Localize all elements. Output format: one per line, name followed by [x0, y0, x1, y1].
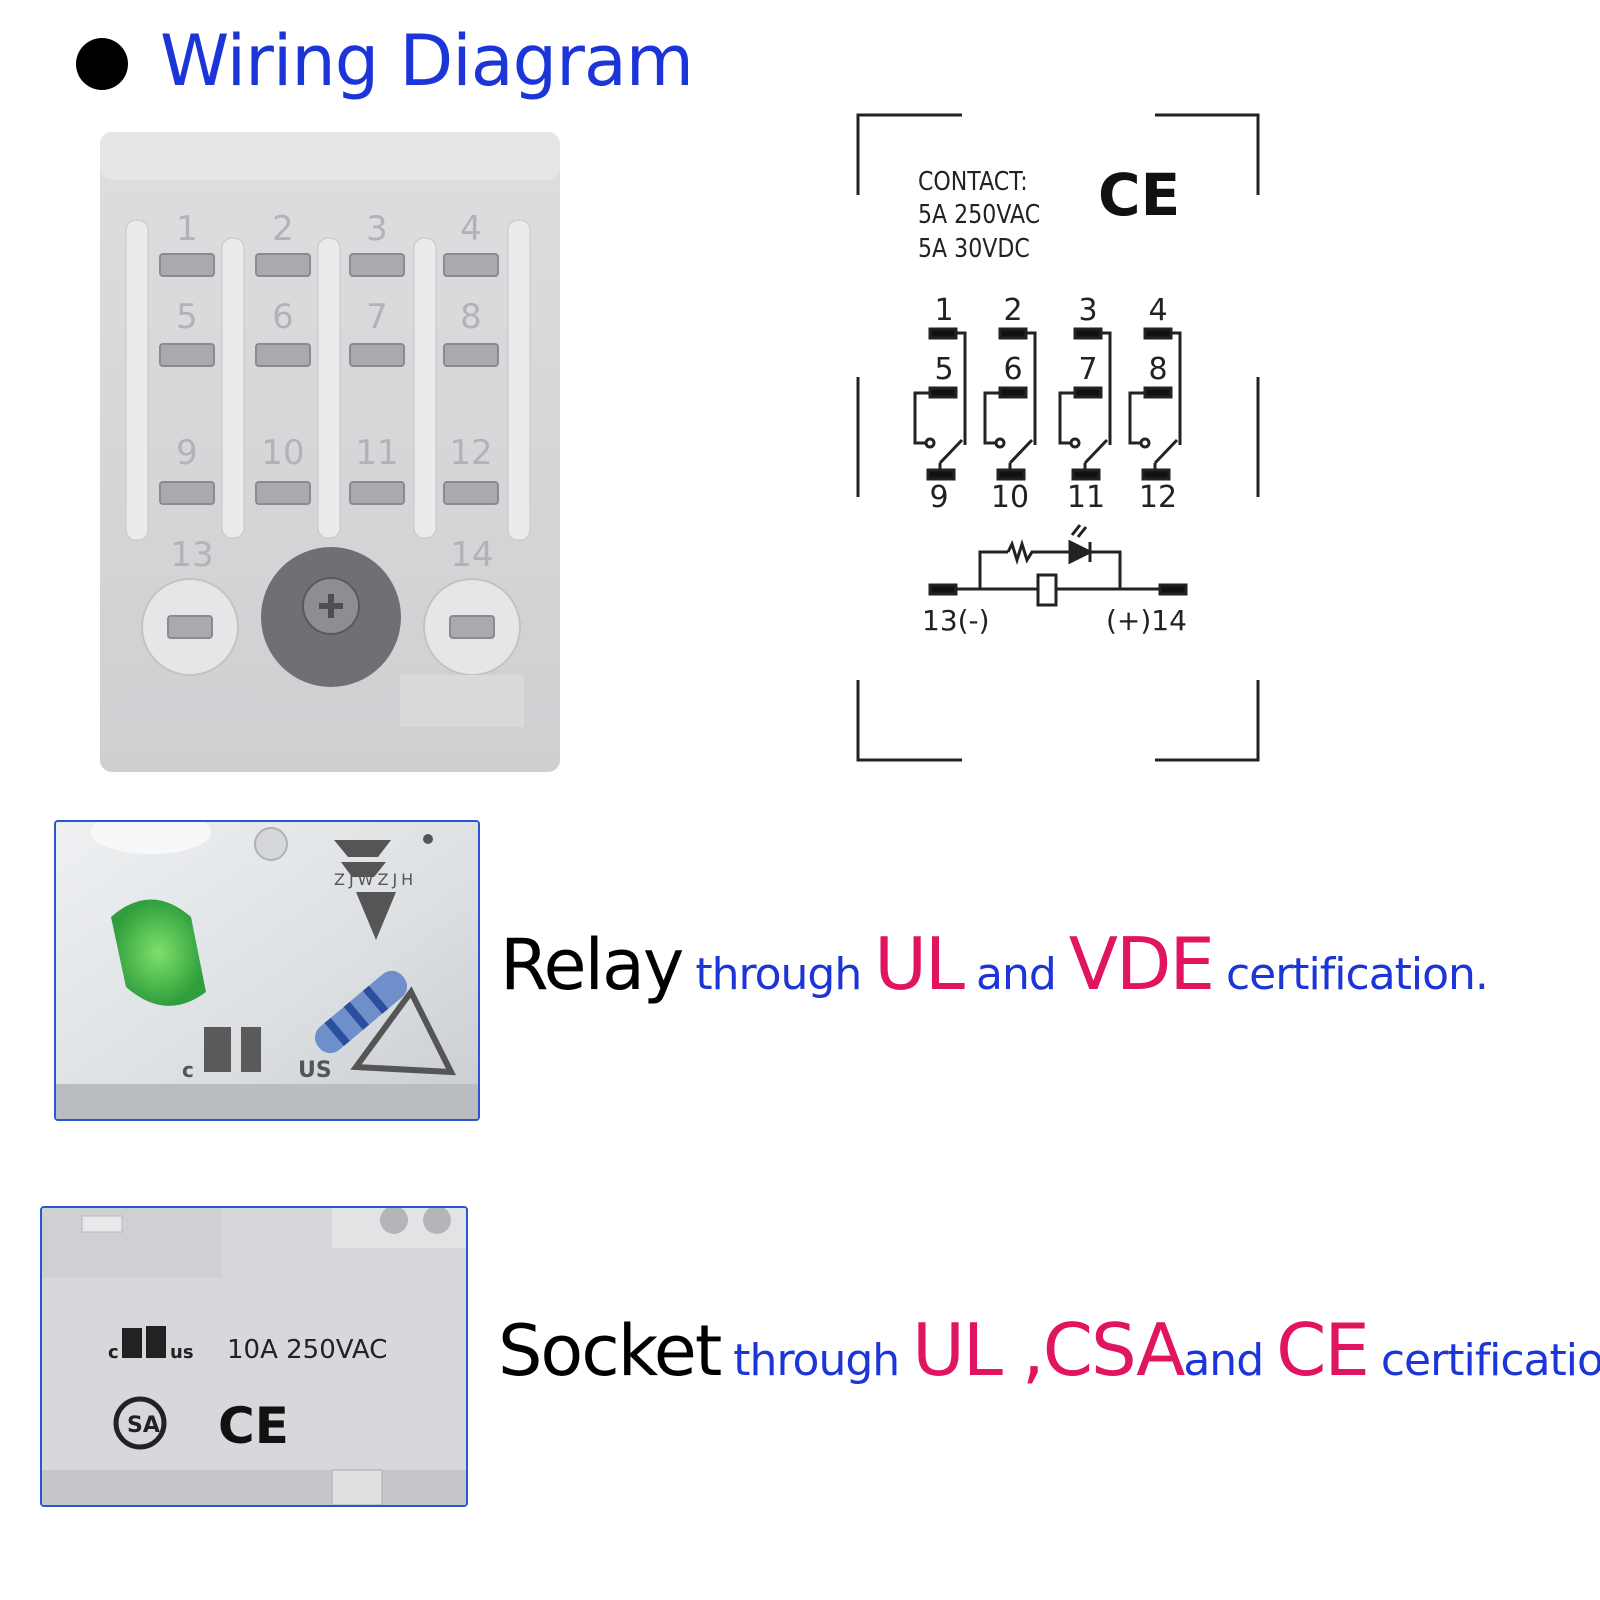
contact-set [1058, 327, 1112, 481]
socket-rating: 10A 250VAC [227, 1335, 387, 1365]
terminal-number: 2 [272, 209, 294, 249]
pin-number: 10 [991, 480, 1029, 515]
wiring-schematic: CONTACT: 5A 250VAC 5A 30VDC CE 1 2 3 4 5… [850, 105, 1270, 770]
pin-number: 7 [1078, 352, 1097, 387]
svg-text:US: US [298, 1058, 332, 1083]
pin-number: 4 [1148, 293, 1167, 328]
pin-number: 6 [1003, 352, 1022, 387]
pin-number: 2 [1003, 293, 1022, 328]
contact-set [913, 327, 967, 481]
socket-label-photo: c us 10A 250VAC SA CE [40, 1206, 468, 1507]
bracket-top-left [856, 113, 962, 195]
cert-ul: UL [912, 1308, 1003, 1392]
terminal-number: 13 [170, 535, 213, 575]
terminal-number: 4 [460, 209, 482, 249]
ce-mark: CE [218, 1397, 289, 1455]
ce-mark: CE [1098, 161, 1180, 229]
terminal-number: 11 [355, 433, 398, 473]
coil-positive-label: (+)14 [1106, 604, 1187, 637]
bracket-bottom-right [1155, 680, 1260, 762]
cert-ul: UL [874, 922, 965, 1006]
relay-photo: ZJWZJH c US [54, 820, 480, 1121]
terminal-number: 1 [176, 209, 198, 249]
ul-recognized-mark: c US [182, 1027, 332, 1083]
svg-text:us: us [170, 1342, 194, 1363]
zjwzjh-logo-icon: ZJWZJH [334, 834, 433, 940]
pin-number: 5 [934, 352, 953, 387]
terminal-number: 8 [460, 297, 482, 337]
rating-dc: 5A 30VDC [918, 233, 1030, 263]
vde-triangle-icon [350, 986, 456, 1076]
led-icon [111, 899, 206, 1006]
svg-text:SA: SA [127, 1413, 160, 1438]
terminal-number: 9 [176, 433, 198, 473]
terminal-number: 14 [450, 535, 493, 575]
pin-number: 3 [1078, 293, 1097, 328]
terminal-number: 3 [366, 209, 388, 249]
csa-mark-icon: SA [113, 1396, 167, 1450]
bracket-top-right [1155, 113, 1260, 195]
ul-mark: c us [108, 1326, 194, 1363]
terminal-number: 12 [449, 433, 492, 473]
svg-text:c: c [182, 1058, 194, 1082]
contact-set [983, 327, 1037, 481]
terminal-number: 10 [261, 433, 304, 473]
page-title: Wiring Diagram [160, 20, 694, 102]
pin-number: 8 [1148, 352, 1167, 387]
terminal-number: 7 [366, 297, 388, 337]
pin-number: 9 [929, 480, 948, 515]
coil-negative-label: 13(-) [922, 604, 990, 637]
relay-certification-text: Relay through UL and VDE certification. [500, 922, 1489, 1006]
resistor-icon [1006, 538, 1070, 566]
rating-ac: 5A 250VAC [918, 199, 1040, 229]
cert-csa: CSA [1042, 1308, 1186, 1392]
led-diode-icon [1068, 539, 1094, 565]
socket-label: Socket [498, 1310, 722, 1392]
svg-text:c: c [108, 1342, 119, 1363]
socket-certification-text: Socket through UL ,CSAand CE certificati… [498, 1308, 1600, 1392]
brand-text: ZJWZJH [334, 870, 417, 889]
pin-number: 1 [934, 293, 953, 328]
socket-terminal-photo: 1 2 3 4 5 6 7 8 9 10 11 12 13 14 [100, 130, 562, 775]
contact-set [1128, 327, 1182, 481]
contact-label: CONTACT: [918, 166, 1028, 196]
cert-vde: VDE [1068, 922, 1215, 1006]
terminal-number: 6 [272, 297, 294, 337]
bullet-dot [76, 38, 128, 90]
bracket-bottom-left [856, 680, 962, 762]
cert-ce: CE [1276, 1308, 1370, 1392]
relay-label: Relay [500, 924, 684, 1006]
coil-circuit [928, 524, 1188, 607]
pin-number: 11 [1067, 480, 1105, 515]
pin-number: 12 [1139, 480, 1177, 515]
resistor-component-icon [314, 970, 408, 1054]
terminal-number: 5 [176, 297, 198, 337]
